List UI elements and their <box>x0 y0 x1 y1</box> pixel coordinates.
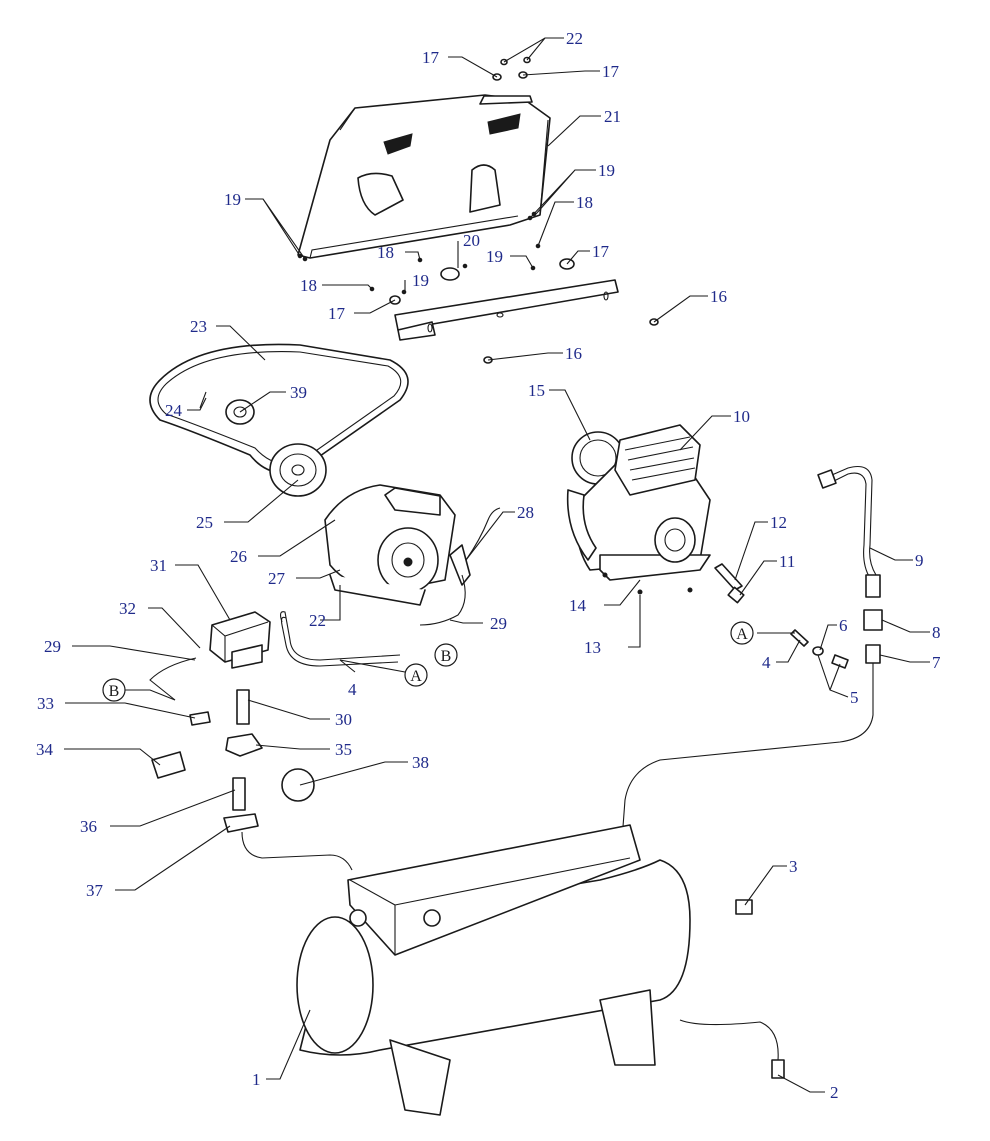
ref-A-manifold: A <box>410 668 422 685</box>
callout-11: 11 <box>779 552 795 571</box>
leader-lines <box>64 37 930 1093</box>
callout-17-a: 17 <box>422 48 440 67</box>
callout-22-motor: 22 <box>309 611 326 630</box>
callout-35: 35 <box>335 740 352 759</box>
callout-4-left: 4 <box>348 680 357 699</box>
ref-A-pump: A <box>736 626 748 643</box>
callout-32: 32 <box>119 599 136 618</box>
callout-20: 20 <box>463 231 480 250</box>
callout-4-right: 4 <box>762 653 771 672</box>
callout-19-d: 19 <box>412 271 429 290</box>
manifold-assembly <box>151 689 315 833</box>
callout-38: 38 <box>412 753 429 772</box>
callout-18-a: 18 <box>576 193 593 212</box>
callout-18-b: 18 <box>377 243 394 262</box>
callout-27: 27 <box>268 569 286 588</box>
callout-9: 9 <box>915 551 924 570</box>
callout-21: 21 <box>604 107 621 126</box>
electric-motor <box>324 484 471 606</box>
callout-24: 24 <box>165 401 183 420</box>
callout-19-b: 19 <box>598 161 615 180</box>
callout-5: 5 <box>850 688 859 707</box>
callout-12: 12 <box>770 513 787 532</box>
callout-16-bottom: 16 <box>565 344 582 363</box>
pump-fittings <box>602 563 745 604</box>
belt-guard <box>297 94 551 259</box>
callout-8: 8 <box>932 623 941 642</box>
reference-markers: A A B B <box>102 621 754 702</box>
callout-14: 14 <box>569 596 587 615</box>
callout-18-c: 18 <box>300 276 317 295</box>
callout-6: 6 <box>839 616 848 635</box>
callout-numbers: 1 2 3 4 4 5 6 7 8 9 10 11 12 13 14 15 16… <box>36 29 941 1102</box>
callout-19-c: 19 <box>486 247 503 266</box>
callout-10: 10 <box>733 407 750 426</box>
ref-B-switch: B <box>109 683 120 700</box>
callout-23: 23 <box>190 317 207 336</box>
ref-B-motor: B <box>441 648 452 665</box>
callout-17-b: 17 <box>602 62 620 81</box>
callout-30: 30 <box>335 710 352 729</box>
air-compressor-pump <box>566 424 711 581</box>
callout-25: 25 <box>196 513 213 532</box>
air-tank <box>296 824 785 1116</box>
callout-28: 28 <box>517 503 534 522</box>
callout-16-top: 16 <box>710 287 727 306</box>
callout-39: 39 <box>290 383 307 402</box>
check-valve-fittings <box>790 629 849 669</box>
callout-29-right: 29 <box>490 614 507 633</box>
callout-3: 3 <box>789 857 798 876</box>
discharge-tube <box>817 465 883 664</box>
callout-33: 33 <box>37 694 54 713</box>
callout-37: 37 <box>86 881 104 900</box>
callout-29-left: 29 <box>44 637 61 656</box>
callout-31: 31 <box>150 556 167 575</box>
callout-1: 1 <box>252 1070 261 1089</box>
callout-36: 36 <box>80 817 97 836</box>
flywheel-pulley <box>269 443 327 497</box>
callout-17-c: 17 <box>592 242 610 261</box>
callout-34: 34 <box>36 740 54 759</box>
callout-26: 26 <box>230 547 247 566</box>
guard-bracket <box>394 279 619 341</box>
callout-19-a: 19 <box>224 190 241 209</box>
callout-17-d: 17 <box>328 304 346 323</box>
pressure-switch <box>209 611 271 669</box>
callout-22-top: 22 <box>566 29 583 48</box>
callout-2: 2 <box>830 1083 839 1102</box>
callout-7: 7 <box>932 653 941 672</box>
callout-13: 13 <box>584 638 601 657</box>
callout-15: 15 <box>528 381 545 400</box>
